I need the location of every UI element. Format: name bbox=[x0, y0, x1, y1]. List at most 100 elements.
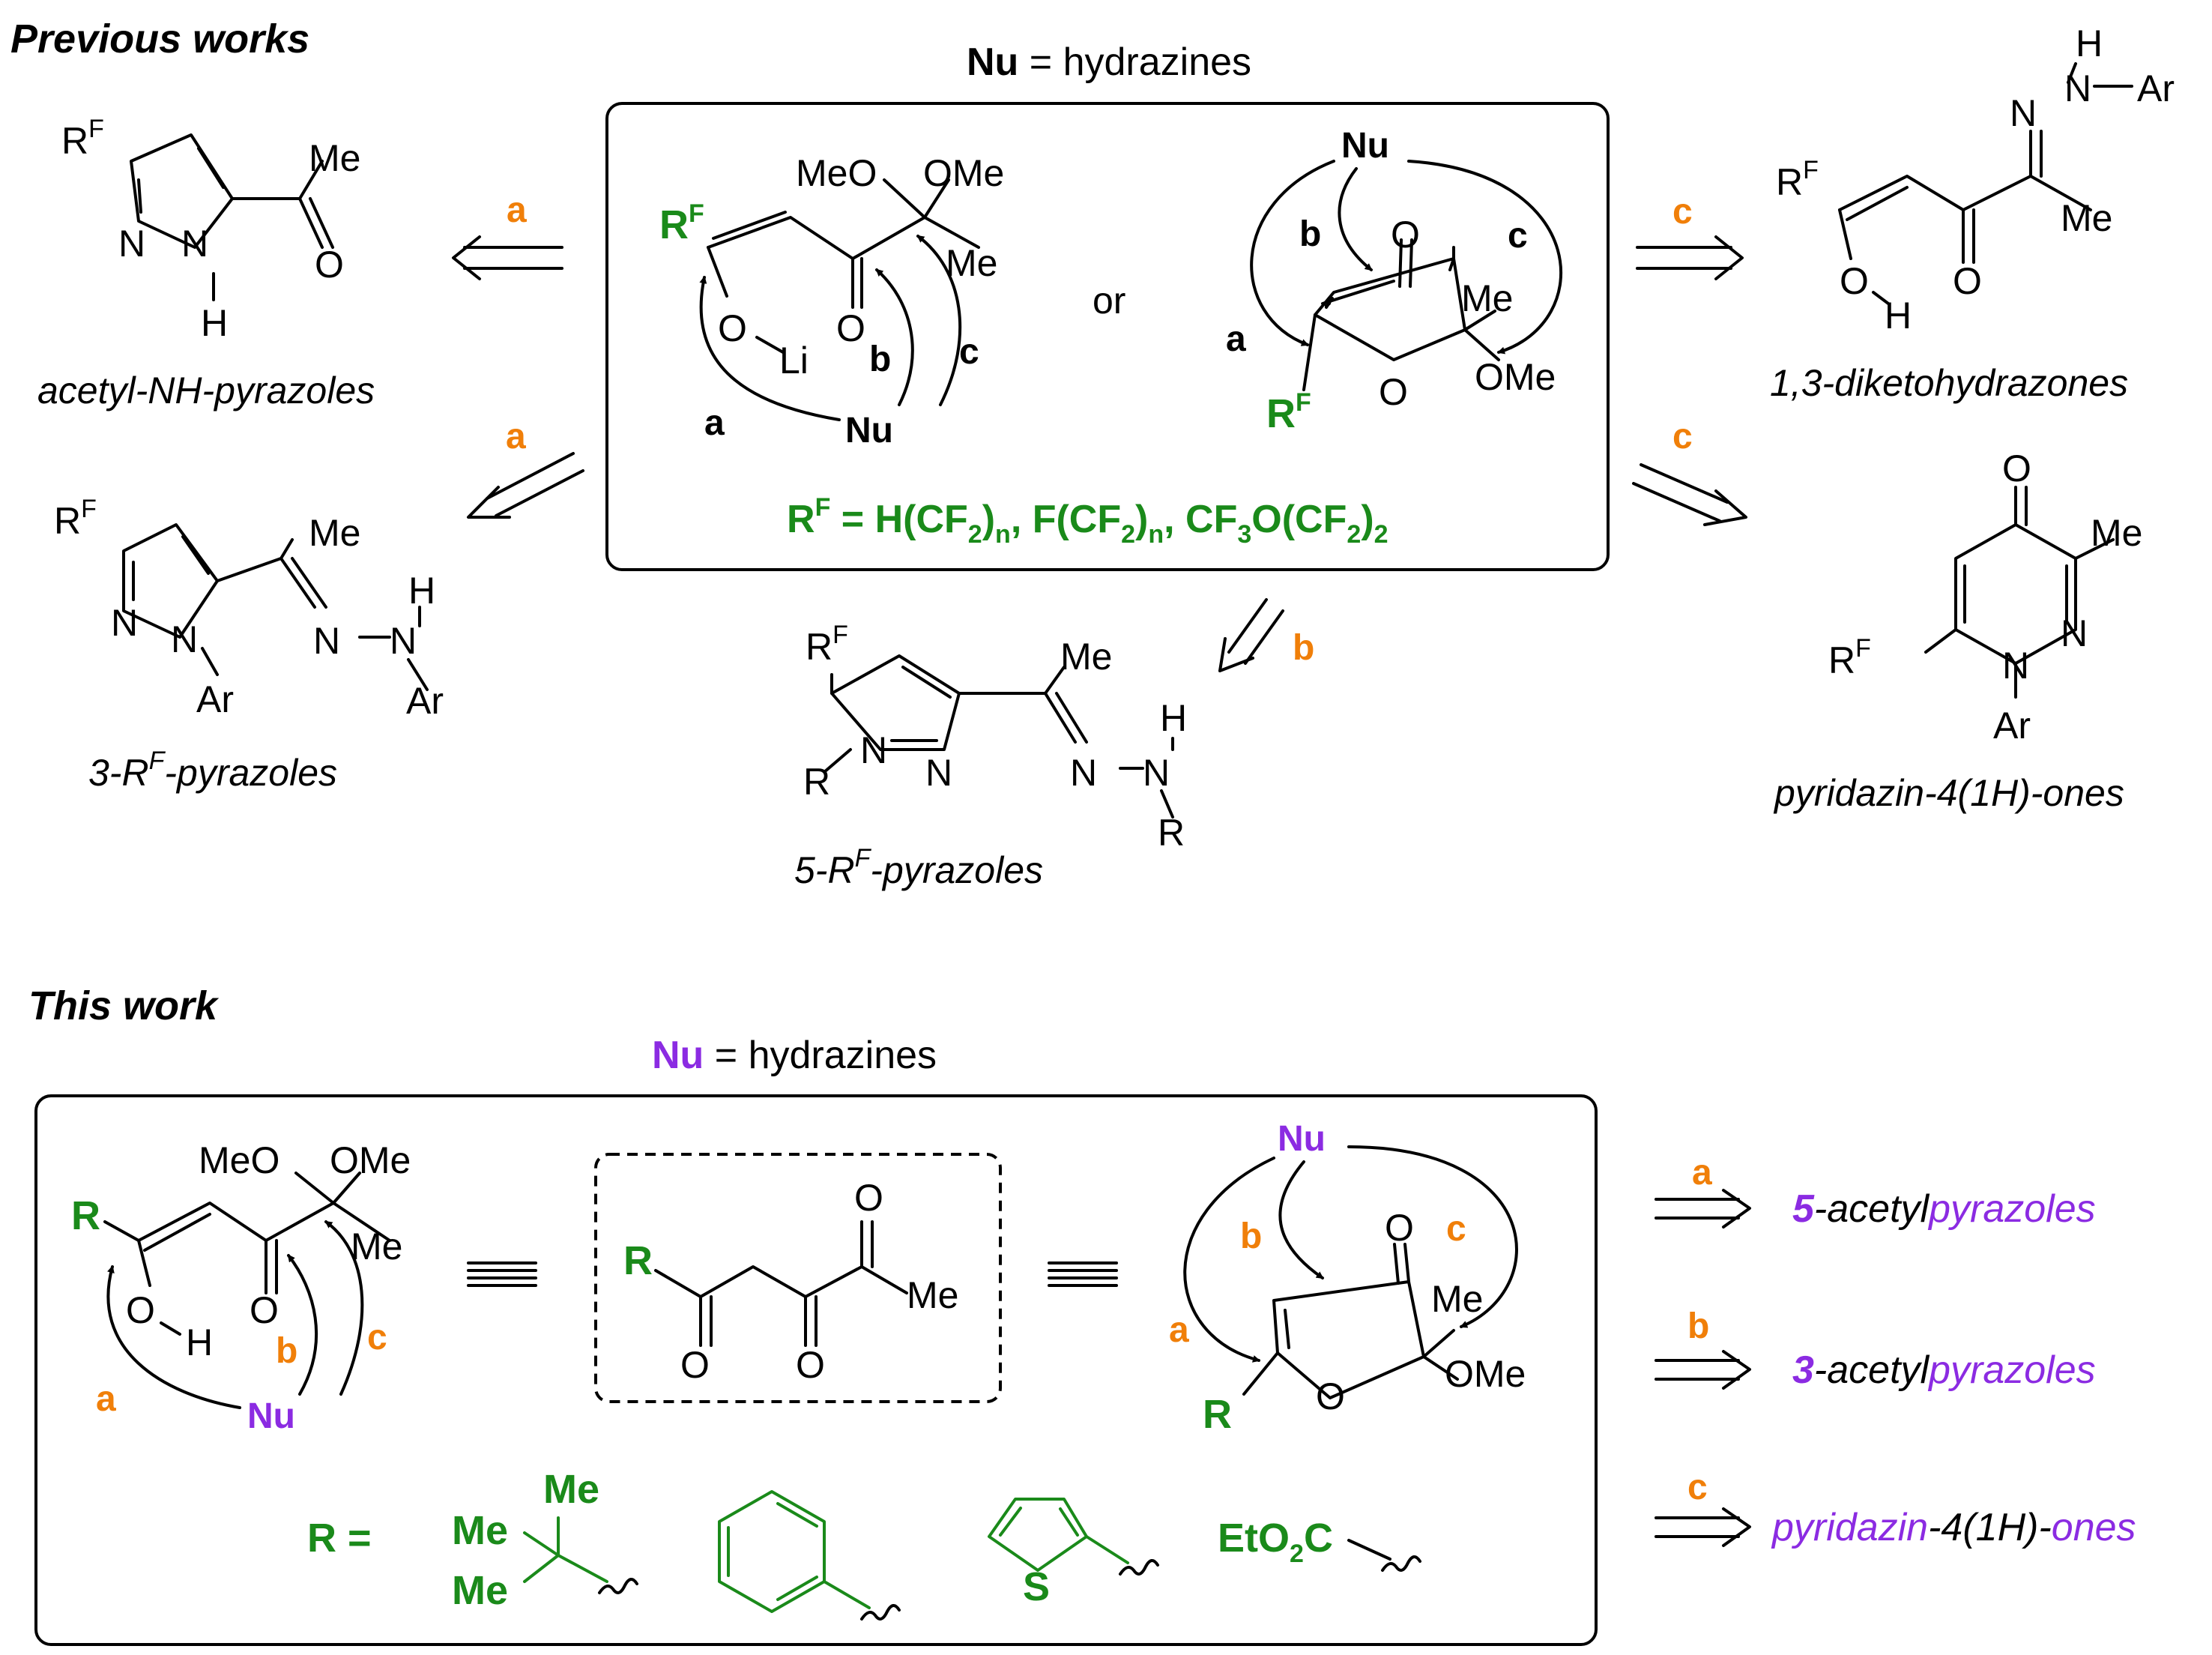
arrow-c-to-diketohydrazones: c bbox=[1636, 192, 1744, 280]
svg-text:Me: Me bbox=[452, 1508, 508, 1553]
svg-text:N: N bbox=[118, 223, 145, 265]
svg-text:Nu: Nu bbox=[1341, 126, 1389, 166]
svg-text:1,3-diketohydrazones: 1,3-diketohydrazones bbox=[1770, 362, 2128, 404]
svg-text:H: H bbox=[408, 570, 435, 612]
svg-text:c: c bbox=[1508, 216, 1528, 256]
product-3rf-pyrazoles: RF Me N N Ar H N N Ar 3-RF-pyrazoles bbox=[54, 495, 444, 794]
bottom-reactant-box bbox=[34, 1094, 1598, 1646]
svg-text:a: a bbox=[507, 190, 527, 230]
svg-text:OMe: OMe bbox=[330, 1139, 411, 1181]
svg-text:b: b bbox=[1240, 1217, 1262, 1256]
svg-text:R: R bbox=[1158, 812, 1185, 854]
svg-text:c: c bbox=[1672, 417, 1693, 456]
svg-text:O: O bbox=[796, 1344, 825, 1386]
svg-text:RF: RF bbox=[659, 199, 704, 247]
r-equals-label: R = bbox=[307, 1516, 372, 1561]
top-nu-definition: Nu = hydrazines bbox=[967, 40, 1251, 84]
furanone-structure-bottom: Nu b c a O Me OMe O R bbox=[1169, 1119, 1526, 1437]
svg-text:N: N bbox=[171, 618, 198, 660]
svg-text:EtO2C: EtO2C bbox=[1218, 1516, 1333, 1568]
product-5rf-pyrazoles: RF Me R N N H N N R 5-RF-pyrazoles bbox=[794, 621, 1187, 891]
thiophene-group: S bbox=[988, 1498, 1159, 1609]
svg-text:3-RF-pyrazoles: 3-RF-pyrazoles bbox=[88, 747, 337, 794]
svg-text:Ar: Ar bbox=[1993, 705, 2031, 747]
svg-text:O: O bbox=[250, 1289, 279, 1331]
svg-text:Me: Me bbox=[907, 1274, 958, 1316]
ester-group: EtO2C bbox=[1218, 1516, 1421, 1572]
svg-text:N: N bbox=[390, 620, 417, 662]
equivalence-sign-2 bbox=[1048, 1261, 1118, 1287]
svg-text:OMe: OMe bbox=[923, 152, 1004, 194]
svg-text:O: O bbox=[854, 1177, 883, 1219]
arrow-c-to-pyridazinones: c bbox=[1632, 417, 1747, 526]
svg-text:O: O bbox=[2002, 447, 2031, 489]
svg-text:N: N bbox=[2061, 612, 2088, 654]
svg-text:RF: RF bbox=[1828, 634, 1871, 681]
svg-text:a: a bbox=[1226, 319, 1246, 359]
svg-text:a: a bbox=[1169, 1310, 1189, 1350]
diketone-dashed-box bbox=[594, 1153, 1002, 1403]
svg-text:Nu: Nu bbox=[1278, 1119, 1326, 1159]
svg-text:a: a bbox=[704, 403, 725, 443]
equivalence-sign-1 bbox=[467, 1261, 537, 1287]
svg-text:N: N bbox=[111, 602, 138, 644]
svg-text:Me: Me bbox=[946, 242, 997, 284]
svg-text:O: O bbox=[1379, 371, 1408, 413]
or-label: or bbox=[1093, 280, 1125, 322]
phenyl-group bbox=[718, 1490, 901, 1621]
svg-text:RF: RF bbox=[54, 495, 97, 542]
svg-text:Me: Me bbox=[1461, 277, 1513, 319]
svg-text:H: H bbox=[201, 302, 228, 344]
svg-text:O: O bbox=[680, 1344, 710, 1386]
svg-text:5-RF-pyrazoles: 5-RF-pyrazoles bbox=[794, 844, 1043, 891]
furanone-structure-top: Nu b c a O Me OMe O RF bbox=[1226, 126, 1563, 436]
svg-text:Me: Me bbox=[452, 1568, 508, 1613]
svg-text:MeO: MeO bbox=[796, 152, 877, 194]
svg-text:3-acetylpyrazoles: 3-acetylpyrazoles bbox=[1792, 1348, 2096, 1392]
svg-text:O: O bbox=[718, 307, 747, 349]
svg-text:R: R bbox=[1203, 1392, 1232, 1437]
svg-text:N: N bbox=[1143, 752, 1170, 794]
lithium-enolate-structure: RF MeO OMe Me O Li O Nu a b c bbox=[659, 152, 1004, 450]
svg-text:H: H bbox=[2076, 22, 2103, 64]
svg-text:Nu: Nu bbox=[247, 1396, 295, 1436]
enol-structure: R MeO OMe Me O H O Nu a b c bbox=[71, 1139, 411, 1436]
svg-text:O: O bbox=[1385, 1207, 1414, 1249]
svg-text:OMe: OMe bbox=[1475, 356, 1556, 398]
arrow-a-to-acetyl-nh-pyrazoles: a bbox=[452, 190, 563, 280]
svg-text:O: O bbox=[1316, 1375, 1345, 1417]
result-b-3-acetylpyrazoles: b 3-acetylpyrazoles bbox=[1655, 1306, 2096, 1392]
svg-text:b: b bbox=[869, 340, 891, 379]
svg-text:O: O bbox=[1391, 214, 1420, 256]
svg-text:Nu: Nu bbox=[845, 411, 893, 450]
svg-text:5-acetylpyrazoles: 5-acetylpyrazoles bbox=[1792, 1187, 2096, 1231]
svg-text:N: N bbox=[860, 729, 887, 771]
product-pyridazinones-top: O Me N RF N Ar pyridazin-4(1H)-ones bbox=[1773, 447, 2142, 814]
svg-text:a: a bbox=[1692, 1153, 1712, 1193]
result-a-5-acetylpyrazoles: a 5-acetylpyrazoles bbox=[1655, 1153, 2096, 1231]
arrow-a-to-3rf-pyrazoles: a bbox=[467, 417, 584, 519]
svg-text:c: c bbox=[1687, 1468, 1708, 1507]
svg-text:O: O bbox=[1953, 260, 1982, 302]
svg-text:c: c bbox=[1446, 1209, 1466, 1249]
svg-text:Me: Me bbox=[351, 1226, 402, 1267]
svg-text:O: O bbox=[836, 307, 865, 349]
svg-text:N: N bbox=[2010, 92, 2037, 134]
svg-text:pyridazin-4(1H)-ones: pyridazin-4(1H)-ones bbox=[1773, 772, 2124, 814]
svg-text:c: c bbox=[367, 1318, 387, 1357]
svg-text:a: a bbox=[96, 1379, 116, 1419]
svg-text:RF: RF bbox=[1776, 156, 1819, 203]
svg-text:Ar: Ar bbox=[196, 678, 234, 720]
svg-text:RF: RF bbox=[1266, 388, 1311, 436]
svg-text:H: H bbox=[186, 1321, 213, 1363]
svg-text:H: H bbox=[1160, 697, 1187, 739]
svg-text:S: S bbox=[1023, 1564, 1050, 1609]
product-diketohydrazones: H N Ar N RF Me O H O 1,3-diketohydrazone… bbox=[1770, 22, 2175, 404]
svg-text:N: N bbox=[2002, 645, 2029, 687]
svg-text:Me: Me bbox=[309, 137, 360, 179]
tert-butyl-group: Me Me Me bbox=[452, 1467, 638, 1613]
svg-text:Me: Me bbox=[1060, 636, 1112, 678]
svg-text:RF: RF bbox=[806, 621, 848, 668]
svg-text:Ar: Ar bbox=[406, 680, 444, 722]
